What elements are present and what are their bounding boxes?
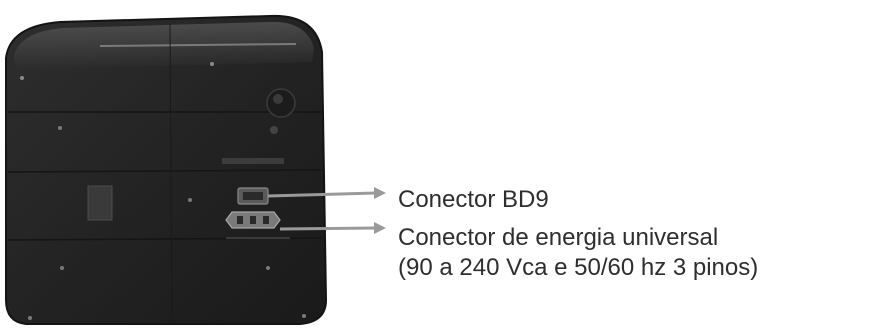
device-body [5, 14, 328, 325]
indicator-hole [270, 126, 278, 134]
bd9-connector [237, 187, 269, 205]
power-switch [87, 185, 113, 221]
knob [266, 88, 296, 118]
arrow-bd9 [267, 187, 386, 199]
power-connector [225, 211, 281, 229]
power-connector-spec: (90 a 240 Vca e 50/60 hz 3 pinos) [398, 254, 759, 281]
bd9-connector-label: Conector BD9 [398, 186, 549, 213]
power-connector-label: Conector de energia universal [398, 224, 719, 251]
arrow-power [279, 222, 386, 234]
